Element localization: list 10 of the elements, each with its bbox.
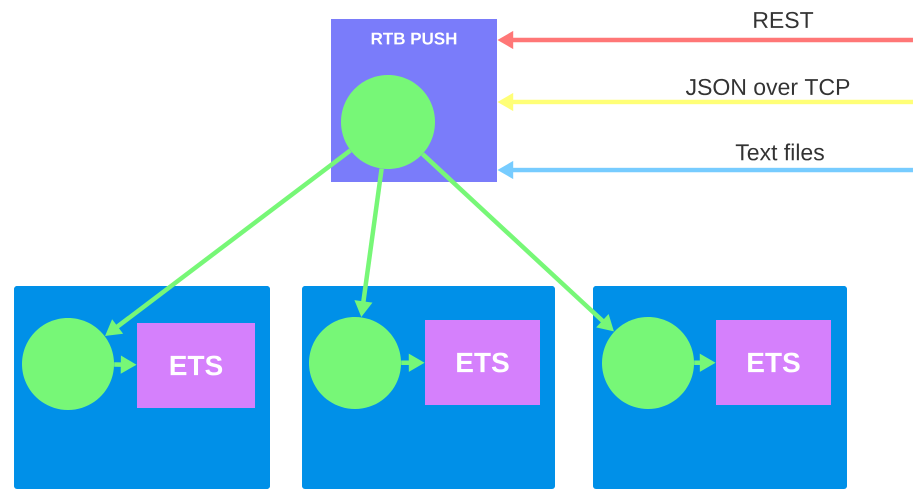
process-box: ETS [716, 320, 831, 405]
circle [22, 318, 114, 410]
process-box: ETS [137, 323, 255, 408]
edge-label: Text files [736, 144, 824, 160]
process-box: ETS [425, 320, 540, 405]
edge-label: REST [754, 12, 814, 28]
circle [602, 317, 694, 409]
edge-label: JSON over TCP [686, 78, 850, 96]
circle [309, 317, 401, 409]
circle [341, 75, 435, 169]
